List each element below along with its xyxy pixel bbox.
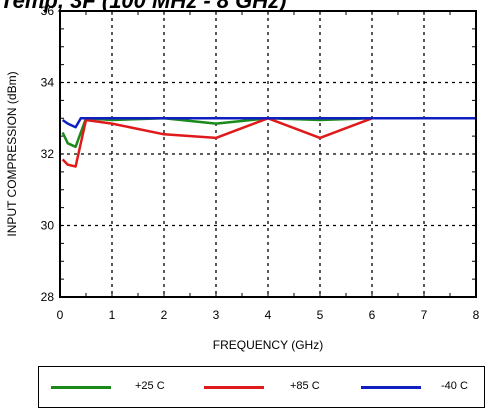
- y-tick-label: 30: [41, 219, 55, 233]
- legend-label-minus40c: -40 C: [441, 380, 468, 392]
- y-axis-label: INPUT COMPRESSION (dBm): [5, 71, 19, 236]
- y-tick-label: 34: [41, 76, 55, 90]
- x-tick-label: 8: [473, 308, 480, 322]
- legend-swatch-25c: [51, 386, 111, 389]
- legend-label-25c: +25 C: [135, 380, 165, 392]
- x-tick-label: 7: [421, 308, 428, 322]
- y-tick-label: 28: [41, 290, 55, 304]
- x-tick-label: 5: [317, 308, 324, 322]
- plot-frame: [59, 10, 477, 298]
- series-line-2: [61, 117, 476, 129]
- y-tick-label: 32: [41, 147, 55, 161]
- x-tick-label: 2: [161, 308, 168, 322]
- chart-title: Temp, 3F (100 MHz - 8 GHz): [0, 0, 287, 13]
- chart-legend: +25 C +85 C -40 C: [38, 366, 485, 408]
- legend-label-85c: +85 C: [290, 380, 320, 392]
- x-axis-label: FREQUENCY (GHz): [213, 338, 323, 352]
- x-tick-label: 6: [369, 308, 376, 322]
- x-tick-label: 0: [57, 308, 64, 322]
- x-tick-label: 3: [213, 308, 220, 322]
- x-tick-label: 4: [265, 308, 272, 322]
- legend-swatch-minus40c: [361, 386, 421, 389]
- y-tick-label: 36: [41, 4, 55, 18]
- legend-swatch-85c: [204, 386, 264, 389]
- x-tick-label: 1: [109, 308, 116, 322]
